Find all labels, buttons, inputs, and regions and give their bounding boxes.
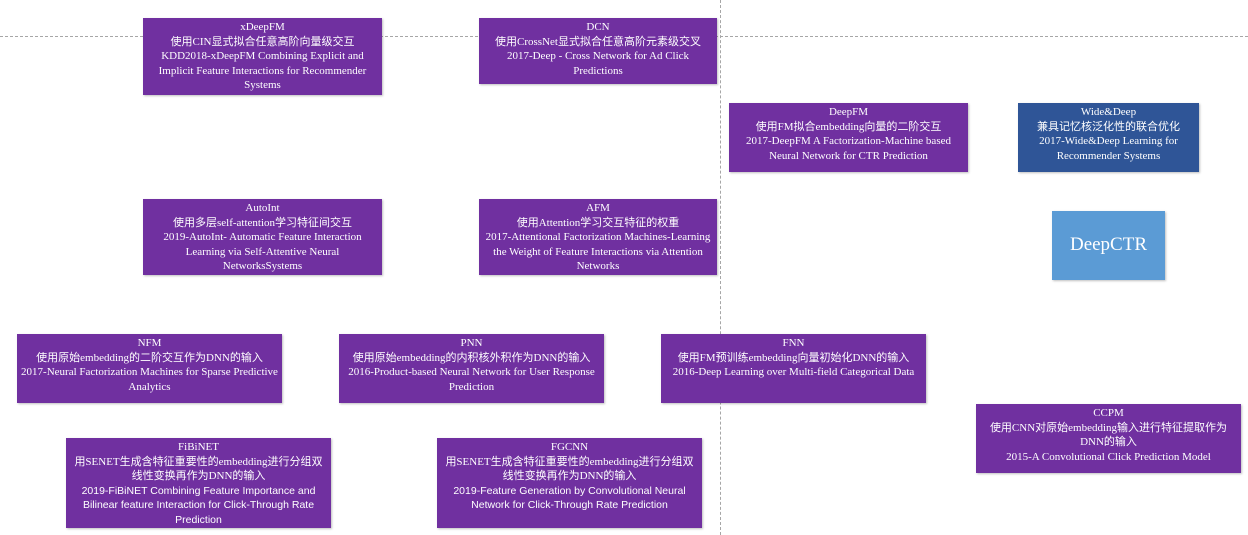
node-title: DeepCTR	[1069, 234, 1148, 255]
node-paper: 2015-A Convolutional Click Prediction Mo…	[1006, 450, 1211, 463]
node-description: 使用CIN显式拟合任意高阶向量级交互	[170, 35, 355, 48]
node-description: 使用Attention学习交互特征的权重	[516, 216, 680, 229]
node-nfm: NFM 使用原始embedding的二阶交互作为DNN的输入 2017-Neur…	[17, 334, 282, 403]
node-description: 使用原始embedding的内积核外积作为DNN的输入	[352, 351, 591, 364]
node-title: DeepFM	[828, 106, 869, 118]
vertical-divider	[720, 0, 721, 535]
node-paper: KDD2018-xDeepFM Combining Explicit and I…	[158, 50, 367, 91]
node-paper: 2017-Neural Factorization Machines for S…	[21, 366, 278, 393]
node-title: xDeepFM	[240, 21, 285, 33]
node-title: CCPM	[1093, 407, 1124, 419]
node-title: AutoInt	[245, 202, 280, 214]
node-afm: AFM 使用Attention学习交互特征的权重 2017-Attentiona…	[479, 199, 717, 275]
node-deepctr: DeepCTR	[1052, 211, 1165, 280]
node-dcn: DCN 使用CrossNet显式拟合任意高阶元素级交叉 2017-Deep - …	[479, 18, 717, 84]
node-description: 使用CrossNet显式拟合任意高阶元素级交叉	[495, 35, 701, 48]
node-widedeep: Wide&Deep 兼具记忆核泛化性的联合优化 2017-Wide&Deep L…	[1018, 103, 1199, 172]
node-description: 使用FM拟合embedding向量的二阶交互	[755, 120, 942, 133]
node-description: 使用多层self-attention学习特征间交互	[172, 216, 353, 229]
node-paper: 2017-DeepFM A Factorization-Machine base…	[746, 135, 951, 162]
node-description: 使用CNN对原始embedding输入进行特征提取作为DNN的输入	[989, 421, 1228, 449]
node-paper: 2016-Product-based Neural Network for Us…	[348, 366, 595, 393]
node-title: FNN	[782, 337, 805, 349]
node-description: 用SENET生成含特征重要性的embedding进行分组双线性变换再作为DNN的…	[74, 455, 323, 483]
node-title: NFM	[137, 337, 162, 349]
node-paper: 2017-Attentional Factorization Machines-…	[485, 231, 711, 272]
node-paper: 2017-Deep - Cross Network for Ad Click P…	[506, 50, 690, 77]
node-title: DCN	[586, 21, 610, 33]
node-description: 用SENET生成含特征重要性的embedding进行分组双线性变换再作为DNN的…	[445, 455, 694, 483]
node-xdeepfm: xDeepFM 使用CIN显式拟合任意高阶向量级交互 KDD2018-xDeep…	[143, 18, 382, 95]
node-ccpm: CCPM 使用CNN对原始embedding输入进行特征提取作为DNN的输入 2…	[976, 404, 1241, 473]
node-pnn: PNN 使用原始embedding的内积核外积作为DNN的输入 2016-Pro…	[339, 334, 604, 403]
node-title: FGCNN	[550, 441, 589, 453]
node-paper: 2016-Deep Learning over Multi-field Cate…	[672, 366, 915, 378]
node-title: PNN	[460, 337, 483, 349]
node-title: AFM	[586, 202, 610, 214]
node-title: FiBiNET	[178, 441, 219, 453]
node-title: Wide&Deep	[1080, 106, 1137, 118]
node-paper: 2019-FiBiNET Combining Feature Importanc…	[81, 484, 316, 526]
node-fibinet: FiBiNET 用SENET生成含特征重要性的embedding进行分组双线性变…	[66, 438, 331, 528]
node-autoint: AutoInt 使用多层self-attention学习特征间交互 2019-A…	[143, 199, 382, 275]
node-paper: 2019-AutoInt- Automatic Feature Interact…	[163, 231, 362, 272]
node-paper: 2019-Feature Generation by Convolutional…	[453, 484, 686, 512]
node-deepfm: DeepFM 使用FM拟合embedding向量的二阶交互 2017-DeepF…	[729, 103, 968, 172]
node-fgcnn: FGCNN 用SENET生成含特征重要性的embedding进行分组双线性变换再…	[437, 438, 702, 528]
node-description: 兼具记忆核泛化性的联合优化	[1037, 120, 1180, 133]
node-description: 使用原始embedding的二阶交互作为DNN的输入	[36, 351, 263, 364]
node-paper: 2017-Wide&Deep Learning for Recommender …	[1039, 135, 1178, 162]
node-fnn: FNN 使用FM预训练embedding向量初始化DNN的输入 2016-Dee…	[661, 334, 926, 403]
node-description: 使用FM预训练embedding向量初始化DNN的输入	[677, 351, 910, 364]
